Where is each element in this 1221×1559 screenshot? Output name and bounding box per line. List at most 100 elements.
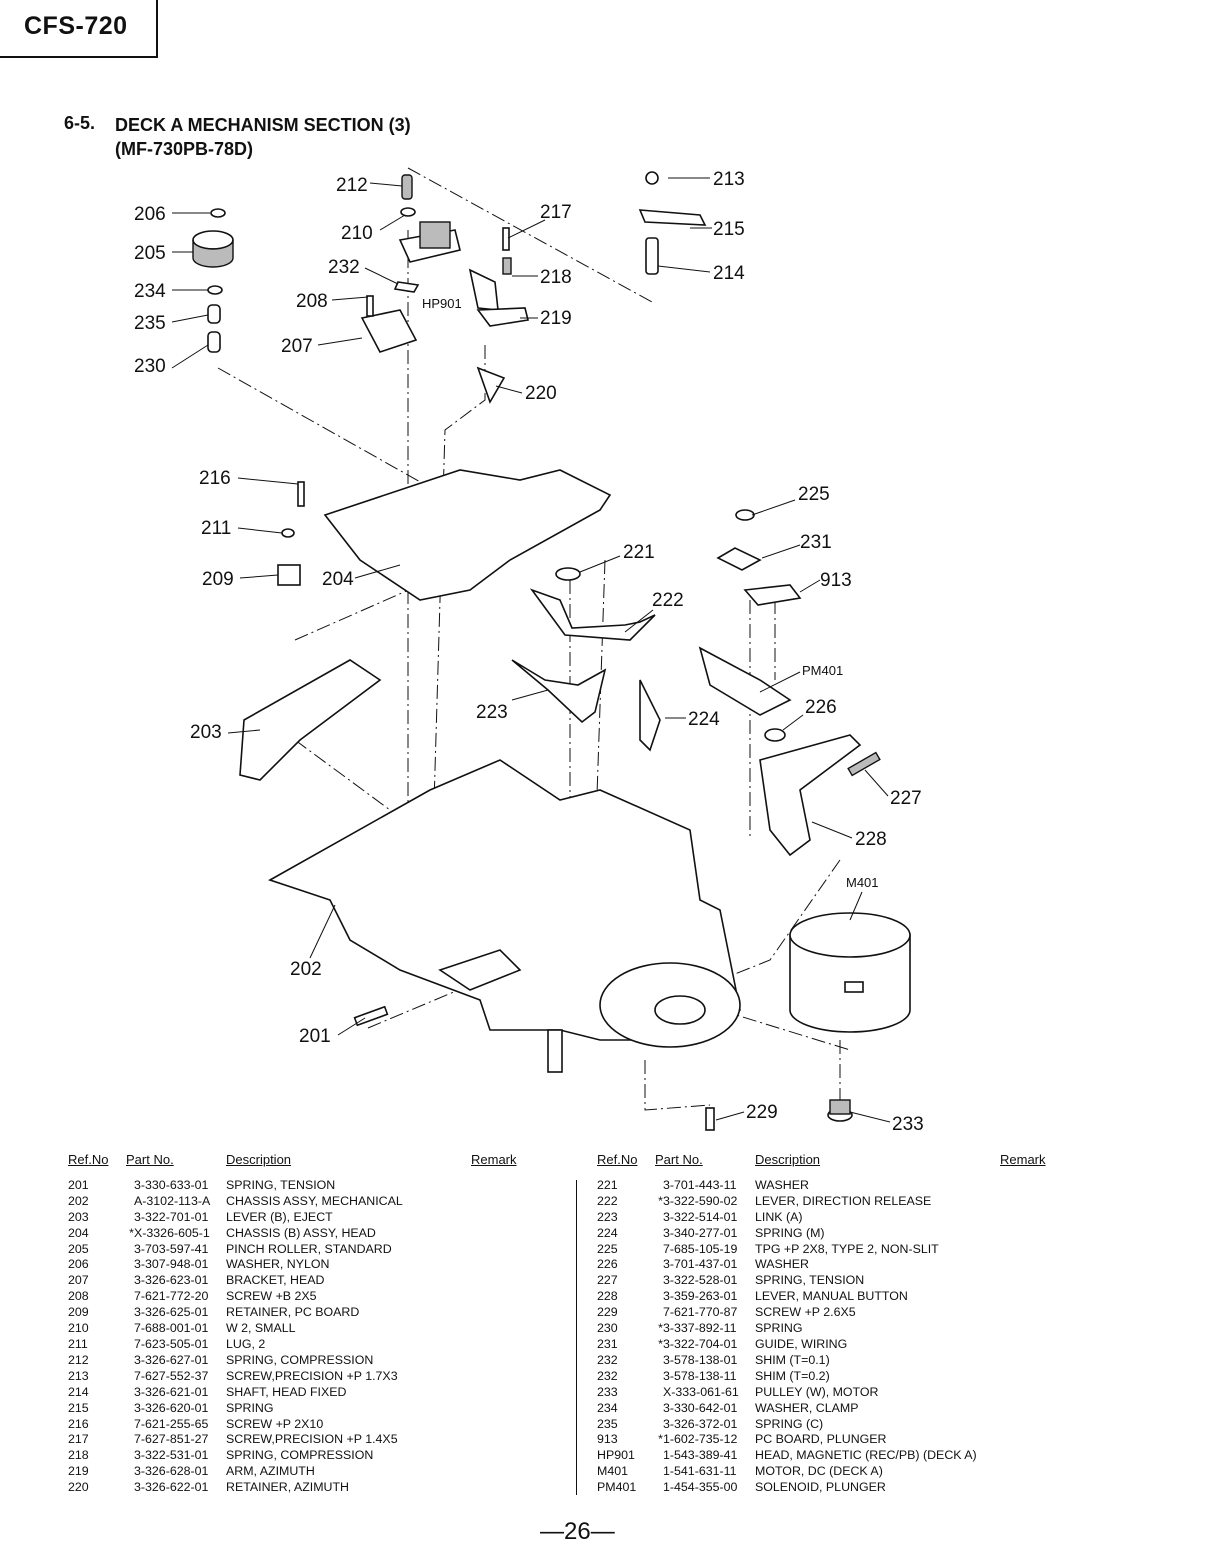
desc-cell: ARM, AZIMUTH — [226, 1464, 315, 1479]
part-cell: *1-602-735-12 — [655, 1432, 755, 1448]
model-number: CFS-720 — [24, 12, 128, 40]
star-mark: * — [129, 1225, 134, 1240]
desc-cell: WASHER, CLAMP — [755, 1400, 859, 1415]
callout-220: 220 — [525, 383, 557, 404]
ref-cell: 222 — [597, 1193, 618, 1208]
part-number: X-333-061-61 — [663, 1384, 739, 1399]
desc-cell: SCREW,PRECISION +P 1.4X5 — [226, 1432, 398, 1447]
part-cell: 3-326-627-01 — [126, 1353, 226, 1369]
head-chassis — [277, 469, 612, 601]
part-number: 7-621-770-87 — [663, 1305, 738, 1320]
desc-cell: WASHER, NYLON — [226, 1257, 330, 1272]
part-cell: 3-340-277-01 — [655, 1226, 755, 1242]
part-number: 3-578-138-11 — [663, 1368, 737, 1383]
header-description: Description — [226, 1152, 292, 1167]
callout-pm401: PM401 — [802, 663, 843, 678]
lever-parts — [239, 509, 881, 857]
ref-cell: 217 — [68, 1432, 89, 1447]
part-number: 7-688-001-01 — [134, 1321, 209, 1336]
callout-221: 221 — [623, 542, 655, 563]
header-remark: Remark — [471, 1152, 517, 1167]
part-number: 3-701-443-11 — [663, 1177, 737, 1192]
part-number: 3-326-372-01 — [663, 1416, 738, 1431]
callout-222: 222 — [652, 590, 684, 611]
ref-cell: 209 — [68, 1305, 89, 1320]
desc-cell: RETAINER, AZIMUTH — [226, 1480, 349, 1495]
callout-228: 228 — [855, 829, 887, 850]
part-number: 7-627-552-37 — [134, 1368, 209, 1383]
part-number: A-3102-113-A — [134, 1193, 211, 1208]
header-ref-no: Ref.No — [597, 1152, 638, 1167]
desc-cell: CHASSIS (B) ASSY, HEAD — [226, 1225, 376, 1240]
ref-cell: 216 — [68, 1416, 89, 1431]
ref-cell: PM401 — [597, 1480, 637, 1495]
desc-cell: SHIM (T=0.2) — [755, 1368, 830, 1383]
table-header-row: Ref.No Part No. Description Remark — [68, 1152, 531, 1178]
part-cell: 7-685-105-19 — [655, 1242, 755, 1258]
header-part-no: Part No. — [655, 1152, 703, 1167]
ref-cell: 208 — [68, 1289, 89, 1304]
part-cell: 1-541-631-11 — [655, 1464, 755, 1480]
callout-214: 214 — [713, 263, 745, 284]
part-number: 7-685-105-19 — [663, 1241, 738, 1256]
callout-213: 213 — [713, 169, 745, 190]
ref-cell: 218 — [68, 1448, 89, 1463]
callout-235: 235 — [134, 313, 166, 334]
main-chassis — [268, 759, 741, 1073]
header-remark: Remark — [1000, 1152, 1046, 1167]
desc-cell: SHAFT, HEAD FIXED — [226, 1384, 347, 1399]
part-number: 3-330-633-01 — [134, 1177, 209, 1192]
ref-cell: 210 — [68, 1321, 89, 1336]
model-box: CFS-720 — [0, 0, 158, 58]
part-cell: 3-326-620-01 — [126, 1401, 226, 1417]
part-number: 7-621-772-20 — [134, 1289, 209, 1304]
ref-cell: 913 — [597, 1432, 618, 1447]
ref-cell: 230 — [597, 1321, 618, 1336]
desc-cell: LEVER (B), EJECT — [226, 1209, 333, 1224]
part-cell: 3-578-138-01 — [655, 1353, 755, 1369]
callout-hp901: HP901 — [422, 296, 462, 311]
desc-cell: SCREW +P 2.6X5 — [755, 1305, 856, 1320]
part-number: 3-326-622-01 — [134, 1480, 209, 1495]
part-number: 7-621-255-65 — [134, 1416, 209, 1431]
desc-cell: WASHER — [755, 1177, 809, 1192]
ref-cell: 206 — [68, 1257, 89, 1272]
ref-cell: 213 — [68, 1368, 89, 1383]
desc-cell: SPRING (M) — [755, 1225, 825, 1240]
part-number: 3-326-627-01 — [134, 1352, 209, 1367]
ref-cell: 212 — [68, 1352, 89, 1367]
part-cell: 3-701-443-11 — [655, 1178, 755, 1194]
ref-cell: 226 — [597, 1257, 618, 1272]
part-cell: *3-322-704-01 — [655, 1337, 755, 1353]
ref-cell: 229 — [597, 1305, 618, 1320]
part-cell: 3-307-948-01 — [126, 1257, 226, 1273]
callout-225: 225 — [798, 484, 830, 505]
desc-cell: LEVER, DIRECTION RELEASE — [755, 1193, 932, 1208]
callout-224: 224 — [688, 709, 720, 730]
ref-cell: 228 — [597, 1289, 618, 1304]
star-mark: * — [658, 1336, 663, 1351]
desc-cell: PC BOARD, PLUNGER — [755, 1432, 887, 1447]
part-cell: 3-330-642-01 — [655, 1401, 755, 1417]
part-cell: 3-578-138-11 — [655, 1369, 755, 1385]
part-cell: 3-326-372-01 — [655, 1417, 755, 1433]
callout-223: 223 — [476, 702, 508, 723]
section-heading: DECK A MECHANISM SECTION (3) (MF-730PB-7… — [115, 113, 411, 161]
part-cell: 3-330-633-01 — [126, 1178, 226, 1194]
part-cell: 3-326-628-01 — [126, 1464, 226, 1480]
ref-cell: 235 — [597, 1416, 618, 1431]
ref-cell: 214 — [68, 1384, 89, 1399]
